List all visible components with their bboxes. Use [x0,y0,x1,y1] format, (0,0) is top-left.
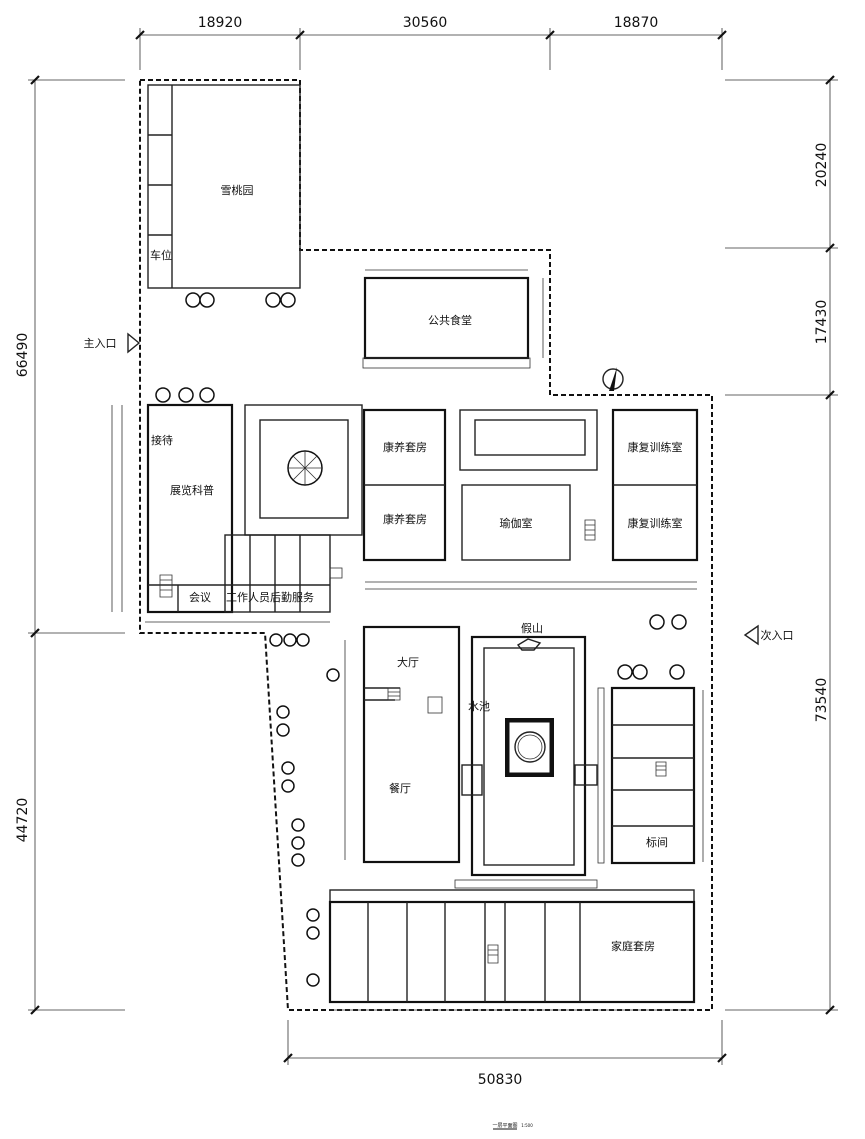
label-snow-garden: 雪桃园 [221,183,254,197]
label-hall: 大厅 [397,655,419,669]
main-entrance: 主入口 [84,332,141,354]
label-main-entrance: 主入口 [84,337,117,350]
label-dining: 餐厅 [389,781,411,795]
canteen-building: 公共食堂 [362,269,544,369]
dim-top-2: 30560 [403,15,448,31]
label-care-suite-1: 康养套房 [383,440,427,454]
trees [155,292,687,987]
snow-garden: 雪桃园 车位 [147,84,301,289]
label-standard-room: 标间 [646,835,668,849]
wellness-block: 康养套房 康养套房 瑜伽室 康复训练室 康复训练室 [362,408,699,590]
label-parking: 车位 [150,248,172,262]
standard-rooms: 标间 [597,686,704,865]
exhibition-building: 接待 展览科普 会议 工作人员后勤服务 [111,403,343,623]
label-pond: 水池 [468,700,490,713]
dim-left-1: 66490 [15,333,31,378]
label-exhibition: 展览科普 [170,483,214,497]
label-yoga: 瑜伽室 [500,516,533,530]
courtyard [244,404,363,536]
label-staff: 工作人员后勤服务 [226,591,314,604]
title-scale: 1:500 [521,1123,533,1128]
dim-right-3: 73540 [814,678,830,723]
left-dimensions: 66490 44720 [15,75,125,1015]
label-secondary-entrance: 次入口 [761,628,794,642]
dim-left-2: 44720 [15,798,31,843]
dining-building: 大厅 餐厅 [344,625,461,864]
top-dimensions: 18920 30560 18870 [135,15,727,70]
label-reception: 接待 [151,433,173,447]
label-rehab-2: 康复训练室 [628,516,683,530]
north-arrow-icon [602,367,624,391]
dim-top-3: 18870 [614,15,659,31]
label-canteen: 公共食堂 [428,313,472,327]
secondary-entrance: 次入口 [743,624,794,646]
label-care-suite-2: 康养套房 [383,512,427,526]
site-boundary [139,79,713,1011]
label-rehab-1: 康复训练室 [628,440,683,454]
pond-garden: 假山 水池 [454,621,598,889]
label-meeting: 会议 [189,591,211,604]
right-dimensions: 20240 17430 73540 [725,75,838,1015]
drawing-title: 一层平面图 1:500 [492,1123,533,1130]
dim-right-1: 20240 [814,143,830,188]
title-name: 一层平面图 [492,1123,517,1129]
family-suite-row: 家庭套房 [328,889,696,1011]
dim-right-2: 17430 [814,300,830,345]
dim-top-1: 18920 [198,15,243,31]
label-family-suite: 家庭套房 [611,939,655,953]
dim-bottom: 50830 [478,1072,523,1088]
label-rockery: 假山 [521,621,543,635]
bottom-dimension: 50830 [283,1020,727,1088]
